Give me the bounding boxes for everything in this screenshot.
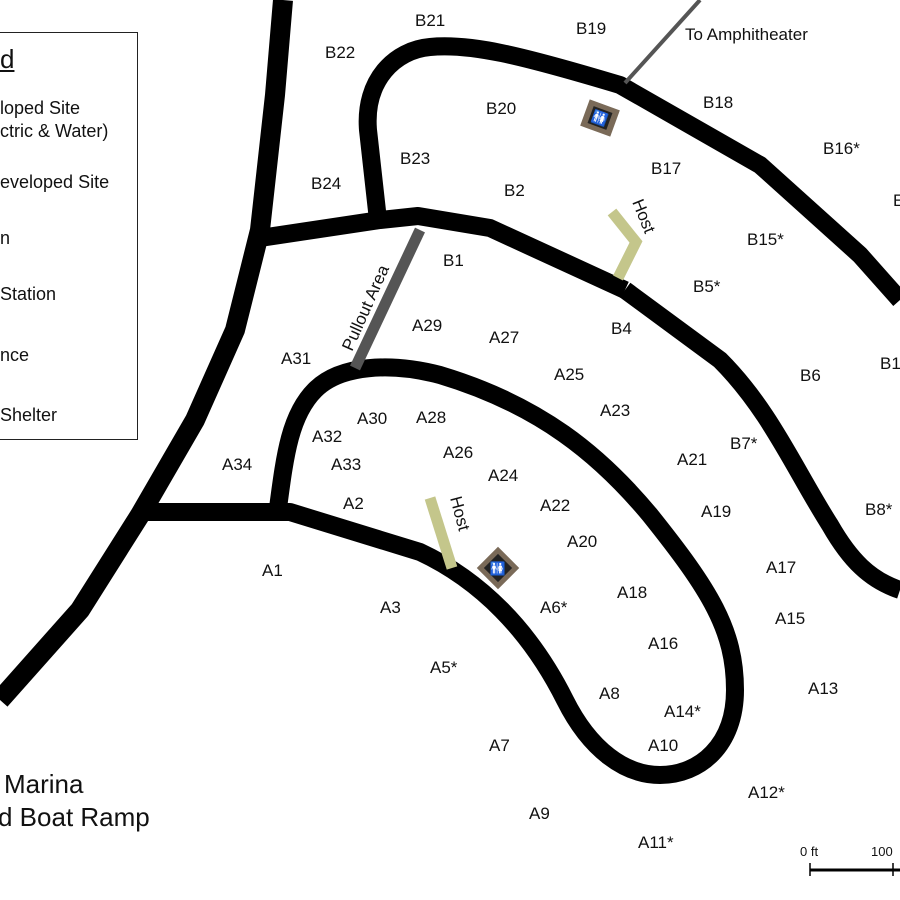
legend-item-undeveloped: eveloped Site	[0, 172, 110, 192]
restroom-icon-b: 🚻	[580, 99, 620, 137]
legend-item-developed-line2: ctric & Water)	[0, 121, 109, 141]
site-label: A24	[488, 466, 518, 485]
road-loop-b	[358, 37, 900, 306]
label-host-a: Host	[446, 494, 473, 533]
site-label: B4	[611, 319, 632, 338]
legend-item-station: Station	[0, 284, 57, 304]
legend-item-shelter: Shelter	[0, 405, 58, 425]
site-label: B21	[415, 11, 445, 30]
site-label: A5*	[430, 658, 458, 677]
legend-title: d	[0, 44, 15, 74]
boat-ramp-label: d Boat Ramp	[0, 802, 150, 832]
site-label: B19	[576, 19, 606, 38]
site-label: A7	[489, 736, 510, 755]
svg-text:🚻: 🚻	[589, 109, 610, 130]
svg-text:🚻: 🚻	[490, 561, 506, 577]
site-label: A16	[648, 634, 678, 653]
site-label: A19	[701, 502, 731, 521]
site-label: A14*	[664, 702, 701, 721]
amphitheater-trail	[623, 0, 702, 85]
site-label: A12*	[748, 783, 785, 802]
site-label: B6	[800, 366, 821, 385]
site-label: B22	[325, 43, 355, 62]
scale-zero-label: 0 ft	[800, 844, 818, 859]
site-label: A9	[529, 804, 550, 823]
site-label: B18	[703, 93, 733, 112]
site-label: B23	[400, 149, 430, 168]
site-label: B2	[504, 181, 525, 200]
site-label: A15	[775, 609, 805, 628]
site-label: A20	[567, 532, 597, 551]
site-label: B16*	[823, 139, 860, 158]
site-label: A31	[281, 349, 311, 368]
host-marker-b	[607, 208, 643, 281]
legend-content: d loped Site ctric & Water) eveloped Sit…	[0, 32, 138, 440]
site-label: A23	[600, 401, 630, 420]
road-connector-b	[258, 207, 629, 299]
site-label: A34	[222, 455, 252, 474]
site-label: B1	[880, 354, 900, 373]
site-label: B5*	[693, 277, 721, 296]
site-label: A21	[677, 450, 707, 469]
site-label: A28	[416, 408, 446, 427]
marina-label: Marina	[4, 769, 84, 799]
site-label: A6*	[540, 598, 568, 617]
site-label: E	[893, 191, 900, 210]
site-label: A11*	[638, 833, 674, 852]
host-marker-a	[424, 496, 458, 570]
legend-item-3: n	[0, 228, 11, 248]
site-label: A27	[489, 328, 519, 347]
site-label: A33	[331, 455, 361, 474]
scale-bar: 0 ft 100	[800, 844, 900, 876]
site-label: B8*	[865, 500, 893, 519]
site-label: A1	[262, 561, 283, 580]
label-to-amphitheater[interactable]: To Amphitheater	[685, 25, 808, 44]
site-label: A18	[617, 583, 647, 602]
road-loop-a	[140, 358, 744, 784]
site-label: A8	[599, 684, 620, 703]
legend-item-5: nce	[0, 345, 30, 365]
legend-panel	[0, 32, 138, 440]
site-label: A32	[312, 427, 342, 446]
site-label: A26	[443, 443, 473, 462]
site-label: A30	[357, 409, 387, 428]
site-label: B17	[651, 159, 681, 178]
main-road	[0, 0, 293, 707]
site-label: B7*	[730, 434, 758, 453]
site-label: B1	[443, 251, 464, 270]
site-label: A10	[648, 736, 678, 755]
site-label: A2	[343, 494, 364, 513]
site-label: A13	[808, 679, 838, 698]
site-label: A3	[380, 598, 401, 617]
scale-hundred-label: 100	[871, 844, 893, 859]
site-label: A29	[412, 316, 442, 335]
site-label: B15*	[747, 230, 784, 249]
site-label: A17	[766, 558, 796, 577]
site-label: B24	[311, 174, 341, 193]
pullout-area	[350, 227, 425, 371]
site-label: A25	[554, 365, 584, 384]
site-label: A22	[540, 496, 570, 515]
legend-item-developed-line1: loped Site	[0, 98, 81, 118]
road-loop-b-outer	[619, 282, 900, 599]
site-label: B20	[486, 99, 516, 118]
